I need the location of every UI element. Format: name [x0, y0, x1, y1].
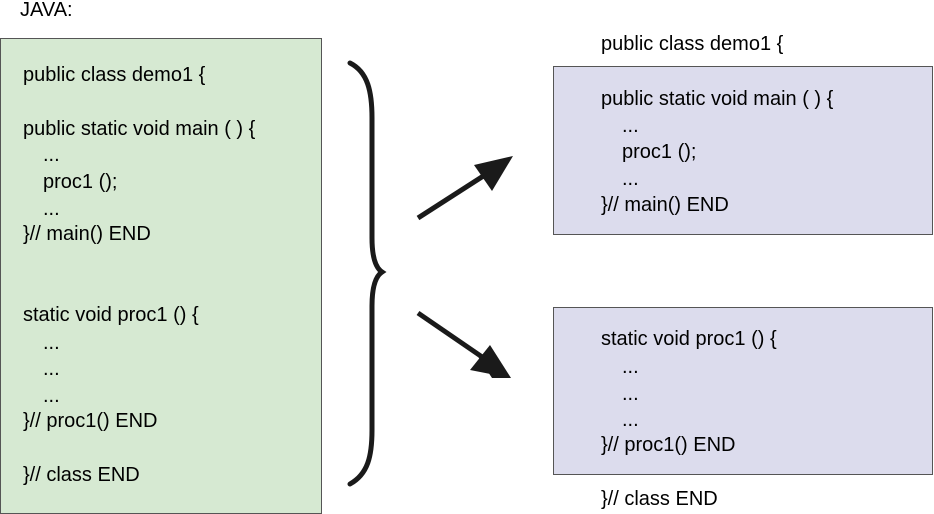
code-line-ellipsis: ... [43, 144, 60, 166]
proc1-method-box: static void proc1 () { ... ... ... }// p… [553, 307, 933, 475]
code-line-main-open: public static void main ( ) { [23, 118, 256, 140]
main-line-ellipsis: ... [622, 168, 639, 190]
arrow-to-main-icon [416, 156, 513, 221]
code-line-class-open: public class demo1 { [23, 64, 206, 86]
proc1-line-open: static void proc1 () { [601, 328, 777, 350]
main-line-end: }// main() END [601, 194, 729, 216]
proc1-line-end: }// proc1() END [601, 434, 736, 456]
proc1-line-ellipsis: ... [622, 409, 639, 431]
proc1-line-ellipsis: ... [622, 383, 639, 405]
code-line-ellipsis: ... [43, 332, 60, 354]
left-code-box: public class demo1 { public static void … [0, 38, 322, 514]
right-bottom-footer: }// class END [601, 488, 718, 510]
main-line-open: public static void main ( ) { [601, 88, 834, 110]
code-line-ellipsis: ... [43, 358, 60, 380]
proc1-line-ellipsis: ... [622, 356, 639, 378]
code-line-proc1-open: static void proc1 () { [23, 304, 199, 326]
code-line-ellipsis: ... [43, 385, 60, 407]
diagram-title: JAVA: [20, 0, 73, 21]
code-line-proc1-end: }// proc1() END [23, 410, 158, 432]
main-method-box: public static void main ( ) { ... proc1 … [553, 66, 933, 235]
right-top-header: public class demo1 { [601, 33, 784, 55]
code-line-main-end: }// main() END [23, 223, 151, 245]
code-line-class-end: }// class END [23, 464, 140, 486]
arrow-to-proc1-icon [416, 310, 511, 378]
main-line-proc1-call: proc1 (); [622, 141, 697, 163]
curly-brace [347, 60, 387, 487]
code-line-ellipsis: ... [43, 198, 60, 220]
code-line-proc1-call: proc1 (); [43, 171, 118, 193]
main-line-ellipsis: ... [622, 115, 639, 137]
